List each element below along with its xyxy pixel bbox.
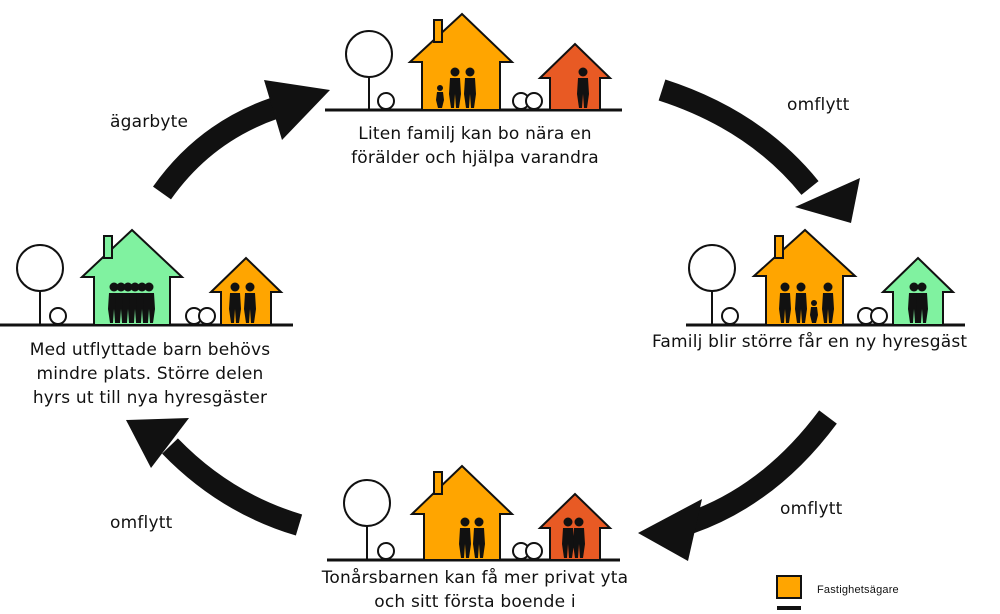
scene-top <box>325 12 622 112</box>
arrow-label-bottom-right: omflytt <box>780 499 843 519</box>
bush-icon <box>377 542 395 560</box>
tenant-house <box>537 42 613 111</box>
bush-icon <box>49 307 67 325</box>
tenant-icon <box>908 282 928 323</box>
legend-label-owner: Fastighetsägare <box>817 584 899 596</box>
arrow-top-left <box>153 80 330 200</box>
scene-right <box>686 228 965 327</box>
caption-line: hyrs ut till nya hyresgäster <box>32 388 268 408</box>
arrow-bottom-right <box>638 410 837 561</box>
arrow-label-top-right: omflytt <box>787 95 850 115</box>
caption-line: Familj blir större får en ny hyresgäst <box>652 332 968 352</box>
bush-icon <box>721 307 739 325</box>
arrow-label-top-left: ägarbyte <box>110 112 189 132</box>
arrow-bottom-left <box>126 418 303 536</box>
owner-house <box>208 256 284 326</box>
caption-bottom: Tonårsbarnen kan få mer privat yta och s… <box>290 566 660 614</box>
bush-icon <box>377 92 395 110</box>
tenant-house <box>880 256 956 326</box>
tree-icon <box>343 479 391 527</box>
tenant-house <box>537 492 613 561</box>
tree-icon <box>345 30 393 78</box>
tree-icon <box>688 244 736 292</box>
scene-left <box>0 228 293 327</box>
caption-left: Med utflyttade barn behövs mindre plats.… <box>0 338 300 410</box>
tenants-group-icon <box>108 282 155 323</box>
caption-line: Med utflyttade barn behövs <box>29 340 271 360</box>
tree-icon <box>16 244 64 292</box>
caption-right: Familj blir större får en ny hyresgäst <box>652 330 1000 354</box>
caption-line: Liten familj kan bo nära en <box>358 124 592 144</box>
arrow-top-right <box>658 79 860 223</box>
caption-top: Liten familj kan bo nära en förälder och… <box>300 122 650 170</box>
legend-swatch-owner <box>776 575 802 599</box>
caption-line: och sitt första boende i <box>374 592 576 612</box>
caption-line: mindre plats. Större delen <box>36 364 264 384</box>
caption-line: förälder och hjälpa varandra <box>351 148 599 168</box>
arrow-label-bottom-left: omflytt <box>110 513 173 533</box>
owner-house <box>409 464 515 561</box>
scene-bottom <box>327 464 620 562</box>
caption-line: Tonårsbarnen kan få mer privat yta <box>321 568 629 588</box>
owner-house <box>407 12 515 111</box>
